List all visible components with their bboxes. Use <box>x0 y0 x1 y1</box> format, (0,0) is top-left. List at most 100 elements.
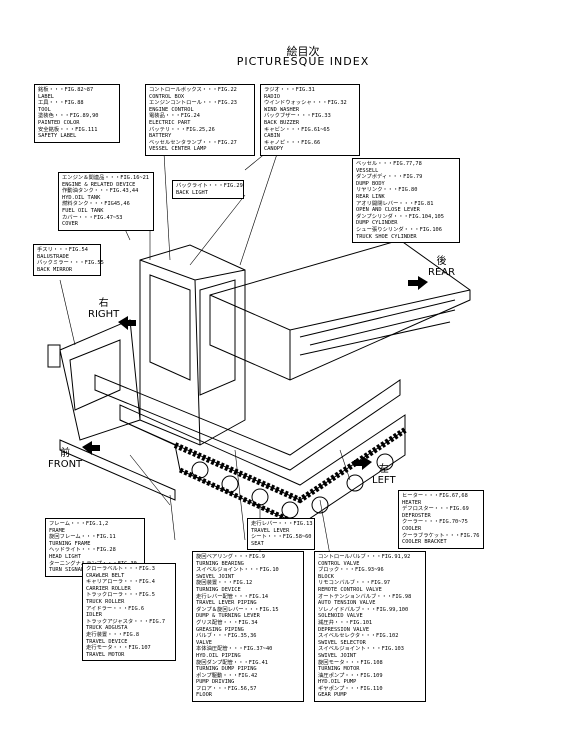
direction-front-jp: 前 <box>60 448 71 459</box>
callout-line: ダンプボディ・・・FIG.79 <box>356 174 423 181</box>
callout-line: TRAVEL MOTOR <box>86 651 125 658</box>
callout-line: トラックローラ・・・FIG.5 <box>86 592 155 599</box>
callout-line: IDLER <box>86 612 102 619</box>
callout-line: HYD.OIL PUMP <box>318 679 357 686</box>
callout-line: クーラブラケット・・・FIG.76 <box>402 532 480 539</box>
callout-line: TRUCK ROLLER <box>86 598 125 605</box>
callout-line: TRUCK SHOE CYLINDER <box>356 233 417 240</box>
callout-line: PUMP DRIVING <box>196 679 235 686</box>
callout-line: トラックアジャスタ・・・FIG.7 <box>86 618 166 625</box>
callout-line: ベッセル・・・FIG.77,78 <box>356 161 422 167</box>
callout-line: TRUCK ADGUSTA <box>86 625 128 632</box>
callout-line: 走行レバー・・・FIG.13 <box>251 521 313 527</box>
callout-line: BATTERY <box>149 133 172 140</box>
callout-line: ヒーター・・・FIG.67,68 <box>402 493 468 499</box>
callout-line: FUEL OIL TANK <box>62 207 104 214</box>
callout-line: HEATER <box>402 499 422 506</box>
callout-line: ポンプ駆動・・・FIG.42 <box>196 672 258 679</box>
callout-control-box: コントロールボックス・・・FIG.22 CONTROL BOX エンジンコントロ… <box>145 84 255 156</box>
callout-line: DEFROSTER <box>402 512 431 519</box>
direction-left-jp: 左 <box>378 464 389 475</box>
callout-line: エンジン＆関連品・・・FIG.16~21 <box>62 175 149 181</box>
title-english: PICTURESQUE INDEX <box>236 55 370 68</box>
callout-line: 走行レバー配管・・・FIG.14 <box>196 593 269 600</box>
callout-line: HEAD LIGHT <box>49 553 81 560</box>
callout-line: RADIO <box>264 93 280 100</box>
callout-line: コントロールボックス・・・FIG.22 <box>149 87 237 93</box>
callout-line: オートテンションバルブ・・・FIG.98 <box>318 593 412 600</box>
callout-line: TURNING FRAME <box>49 540 91 547</box>
arrow-right-icon <box>118 316 136 330</box>
callout-line: 旋回フレーム・・・FIG.11 <box>49 534 116 541</box>
callout-line: シート・・・FIG.58~60 <box>251 534 312 541</box>
callout-line: VALVE <box>196 639 212 646</box>
direction-front: 前 FRONT <box>48 448 82 470</box>
callout-line: キャビン・・・FIG.61~65 <box>264 126 330 133</box>
callout-line: CABIN <box>264 133 280 140</box>
callout-line: バックミラー・・・FIG.55 <box>37 260 104 267</box>
callout-line: DUMP & TURNING LEVER <box>196 613 260 620</box>
callout-line: 安全銘板・・・FIG.111 <box>38 126 98 133</box>
callout-line: REAR LINK <box>356 193 385 200</box>
callout-line: SAFETY LABEL <box>38 133 77 140</box>
callout-line: アイドラー・・・FIG.6 <box>86 605 145 612</box>
callout-line: SWIVEL SELECTOR <box>318 639 366 646</box>
callout-line: ソレノイドバルブ・・・FIG.99,100 <box>318 606 409 613</box>
callout-line: FLOOR <box>196 692 212 699</box>
callout-line: クーラー・・・FIG.70~75 <box>402 519 468 526</box>
callout-line: エンジンコントロール・・・FIG.23 <box>149 100 237 107</box>
direction-left-en: LEFT <box>372 475 396 486</box>
callout-line: ベッセルセンタランプ・・・FIG.27 <box>149 139 237 146</box>
callout-line: SOLENOID VALVE <box>318 613 363 620</box>
direction-rear: 後 REAR <box>428 256 455 278</box>
callout-line: SEAT <box>251 540 264 547</box>
callout-line: HYD.OIL PIPING <box>196 652 241 659</box>
title-japanese: 絵目次 <box>286 45 320 58</box>
callout-line: ラジオ・・・FIG.31 <box>264 87 315 93</box>
callout-line: 走行装置・・・FIG.8 <box>86 631 140 638</box>
callout-line: クローラベルト・・・FIG.3 <box>86 566 155 572</box>
callout-line: TRAVEL DEVICE <box>86 638 128 645</box>
arrow-front-icon <box>82 441 100 455</box>
callout-line: DEPRESSION VALVE <box>318 626 370 633</box>
callout-line: デフロスター・・・FIG.69 <box>402 506 469 513</box>
callout-line: ブロック・・・FIG.93~96 <box>318 567 384 574</box>
callout-line: REMOTE CONTROL VALVE <box>318 586 382 593</box>
callout-line: キャノピ・・・FIG.66 <box>264 139 321 146</box>
callout-line: COVER <box>62 221 78 228</box>
callout-line: CARRIER ROLLER <box>86 585 131 592</box>
callout-line: スイベルジョイント・・・FIG.10 <box>196 567 279 574</box>
callout-line: ENGINE CONTROL <box>149 106 194 113</box>
callout-line: 本体油圧配管・・・FIG.37~40 <box>196 646 273 653</box>
callout-line: ダンプシリンダ・・・FIG.104,105 <box>356 213 444 220</box>
callout-line: 旋回ベアリング・・・FIG.9 <box>196 554 265 560</box>
callout-line: TOOL <box>38 106 51 113</box>
callout-line: キャリアローラ・・・FIG.4 <box>86 579 155 586</box>
callout-line: スイベルジョイント・・・FIG.103 <box>318 646 404 653</box>
direction-left: 左 LEFT <box>372 464 396 486</box>
callout-line: 手スリ・・・FIG.54 <box>37 247 88 253</box>
callout-line: TURNING DUMP PIPING <box>196 666 257 673</box>
callout-line: TURNING BEARING <box>196 560 244 567</box>
arrow-rear-icon <box>408 276 428 290</box>
callout-line: バッテリ・・・FIG.25,26 <box>149 126 215 133</box>
callout-line: バルブ・・・FIG.35,36 <box>196 633 257 640</box>
callout-line: CONTROL BOX <box>149 93 185 100</box>
callout-line: PAINTED COLOR <box>38 119 80 126</box>
callout-crawler: クローラベルト・・・FIG.3 CRAWLER BELT キャリアローラ・・・F… <box>82 563 176 662</box>
callout-line: SWIVEL JOINT <box>196 573 235 580</box>
callout-line: BACK MIRROR <box>37 266 73 273</box>
callout-line: GEAR PUMP <box>318 692 347 699</box>
direction-front-en: FRONT <box>48 459 83 470</box>
callout-line: フレーム・・・FIG.1,2 <box>49 521 109 527</box>
callout-line: ダンプ＆旋回レバー・・・FIG.15 <box>196 606 279 613</box>
callout-line: COOLER <box>402 525 422 532</box>
callout-engine: エンジン＆関連品・・・FIG.16~21 ENGINE & RELATED DE… <box>58 172 154 231</box>
callout-line: TURNING DEVICE <box>196 586 241 593</box>
callout-line: 旋回モータ・・・FIG.108 <box>318 659 383 666</box>
direction-right: 右 RIGHT <box>88 298 119 320</box>
callout-line: バックライト・・・FIG.29 <box>176 183 243 189</box>
callout-vessel: ベッセル・・・FIG.77,78 VESSELL ダンプボディ・・・FIG.79… <box>352 158 460 244</box>
callout-line: GREASING PIPING <box>196 626 244 633</box>
callout-line: 旋回ダンプ配管・・・FIG.41 <box>196 659 268 666</box>
